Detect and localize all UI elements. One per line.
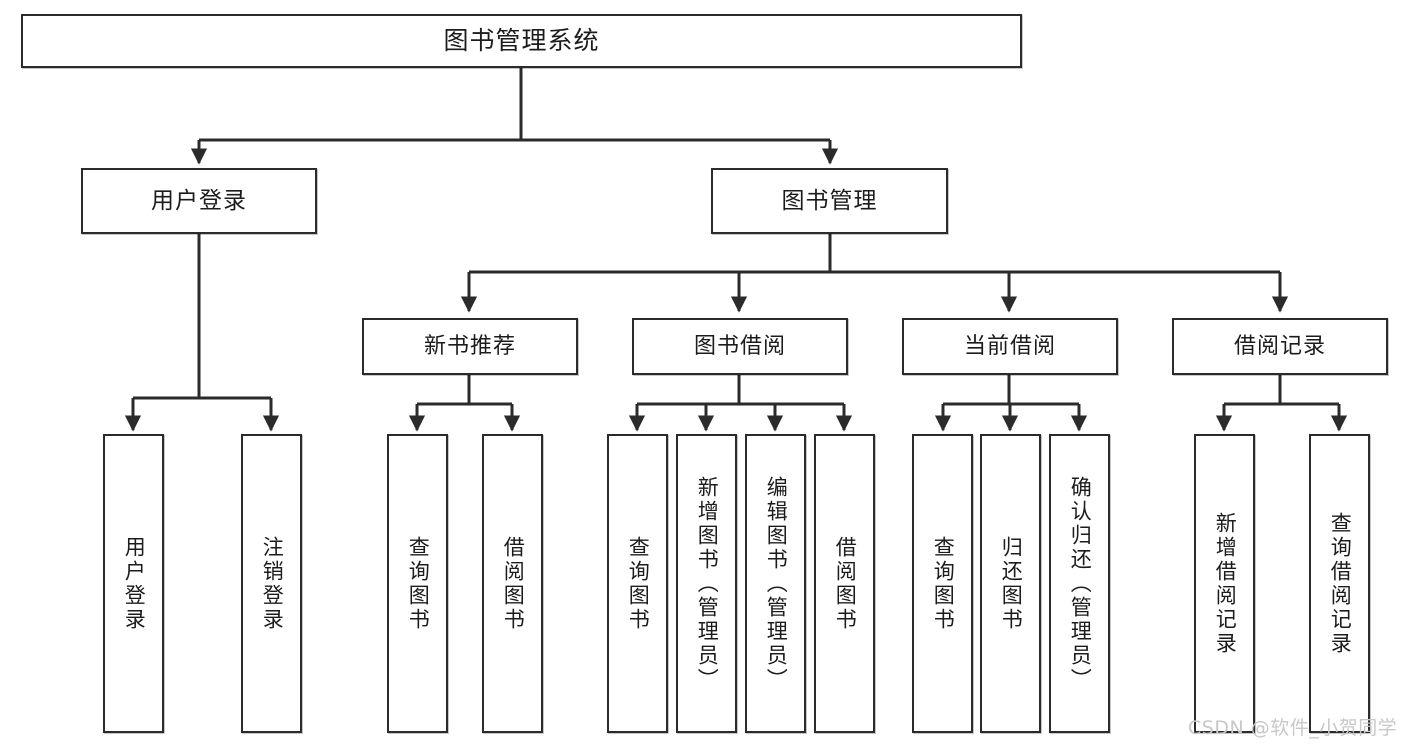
node-book-management-label: 图书管理 bbox=[781, 187, 878, 214]
node-leaf-confirm-return-label: 确认归还（管理员） bbox=[1068, 475, 1093, 692]
node-leaf-borrow-book-2-label: 借阅图书 bbox=[833, 535, 858, 632]
node-leaf-query-book-2-label: 查询图书 bbox=[626, 535, 651, 632]
csdn-watermark: CSDN @软件_小贺同学 bbox=[1188, 717, 1398, 739]
node-leaf-query-record-label: 查询借阅记录 bbox=[1328, 511, 1353, 656]
node-leaf-add-book[interactable]: 新增图书（管理员） bbox=[676, 434, 737, 733]
node-leaf-query-book-1[interactable]: 查询图书 bbox=[387, 434, 448, 733]
node-current-borrow[interactable]: 当前借阅 bbox=[902, 318, 1118, 375]
node-leaf-user-login-label: 用户登录 bbox=[122, 535, 147, 632]
node-leaf-add-record[interactable]: 新增借阅记录 bbox=[1194, 434, 1255, 733]
node-current-borrow-label: 当前借阅 bbox=[963, 333, 1056, 359]
node-leaf-borrow-book-1-label: 借阅图书 bbox=[501, 535, 526, 632]
node-new-book-recommend-label: 新书推荐 bbox=[423, 333, 516, 359]
node-leaf-edit-book-label: 编辑图书（管理员） bbox=[764, 475, 789, 692]
node-book-borrow-label: 图书借阅 bbox=[693, 333, 786, 359]
node-leaf-user-login[interactable]: 用户登录 bbox=[103, 434, 164, 733]
node-user-login-label: 用户登录 bbox=[151, 187, 247, 214]
node-borrow-record[interactable]: 借阅记录 bbox=[1172, 318, 1388, 375]
node-leaf-query-book-1-label: 查询图书 bbox=[406, 535, 431, 632]
node-leaf-query-book-3-label: 查询图书 bbox=[931, 535, 956, 632]
node-user-login[interactable]: 用户登录 bbox=[81, 168, 317, 234]
node-leaf-add-book-label: 新增图书（管理员） bbox=[695, 475, 720, 692]
node-leaf-return-book[interactable]: 归还图书 bbox=[980, 434, 1041, 733]
node-leaf-borrow-book-1[interactable]: 借阅图书 bbox=[482, 434, 543, 733]
node-new-book-recommend[interactable]: 新书推荐 bbox=[362, 318, 578, 375]
node-book-management[interactable]: 图书管理 bbox=[711, 168, 948, 234]
node-root[interactable]: 图书管理系统 bbox=[21, 14, 1022, 68]
node-leaf-add-record-label: 新增借阅记录 bbox=[1213, 511, 1238, 656]
node-leaf-logout-login-label: 注销登录 bbox=[260, 535, 285, 632]
node-leaf-return-book-label: 归还图书 bbox=[999, 535, 1024, 632]
node-borrow-record-label: 借阅记录 bbox=[1233, 333, 1326, 359]
node-leaf-edit-book[interactable]: 编辑图书（管理员） bbox=[745, 434, 806, 733]
node-leaf-confirm-return[interactable]: 确认归还（管理员） bbox=[1049, 434, 1110, 733]
node-leaf-borrow-book-2[interactable]: 借阅图书 bbox=[814, 434, 875, 733]
node-book-borrow[interactable]: 图书借阅 bbox=[632, 318, 848, 375]
node-leaf-query-book-2[interactable]: 查询图书 bbox=[607, 434, 668, 733]
node-leaf-query-book-3[interactable]: 查询图书 bbox=[912, 434, 973, 733]
node-root-label: 图书管理系统 bbox=[443, 25, 600, 55]
node-leaf-query-record[interactable]: 查询借阅记录 bbox=[1309, 434, 1370, 733]
node-leaf-logout-login[interactable]: 注销登录 bbox=[241, 434, 302, 733]
